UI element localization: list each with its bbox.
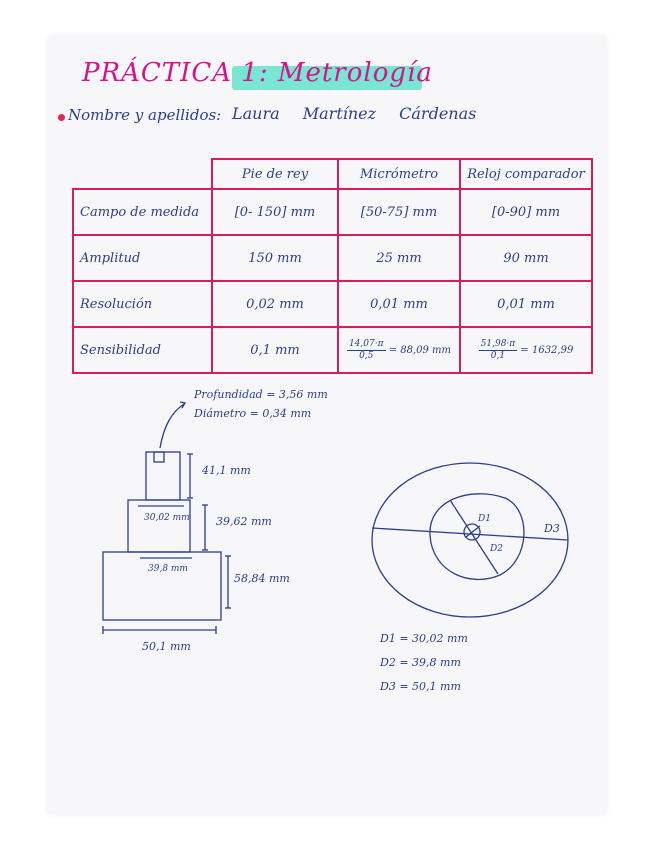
- sensitivity-formula-micrometer: 14,07·π 0,5 = 88,09 mm: [346, 339, 452, 361]
- diameter-label: Diámetro = 0,34 mm: [194, 407, 312, 420]
- table-cell: 51,98·π 0,1 = 1632,99: [459, 326, 593, 374]
- fraction-numerator: 51,98·π: [478, 338, 518, 351]
- diameter-line-d2: [449, 499, 499, 575]
- part-middle-step: [127, 499, 191, 553]
- dimension-base: 50,1 mm: [142, 640, 191, 653]
- page-title: PRÁCTICA 1: Metrología: [82, 58, 433, 90]
- circle-label-d3: D3: [544, 522, 560, 535]
- middle-diameter-circle: [429, 493, 525, 580]
- fraction-numerator: 14,07·π: [346, 338, 386, 351]
- title-highlight: [232, 66, 422, 90]
- dimension-w2: 30,02 mm: [144, 513, 190, 523]
- dimension-h3: 58,84 mm: [234, 572, 290, 585]
- row-header: Resolución: [72, 280, 213, 328]
- table-cell: 25 mm: [337, 234, 461, 282]
- fraction: 14,07·π 0,5: [346, 338, 386, 362]
- table-cell: 0,02 mm: [211, 280, 339, 328]
- part-top-step: [145, 451, 181, 501]
- title-text: PRÁCTICA 1: Metrología: [82, 58, 433, 88]
- result-d3: D3 = 50,1 mm: [380, 680, 461, 693]
- table-cell: 0,01 mm: [459, 280, 593, 328]
- dimension-h1: 41,1 mm: [202, 464, 251, 477]
- fraction-denominator: 0,1: [490, 350, 506, 361]
- table-cell: [0-90] mm: [459, 188, 593, 236]
- result-d1: D1 = 30,02 mm: [380, 632, 468, 645]
- table-corner: [73, 159, 213, 190]
- fraction-denominator: 0,5: [359, 350, 374, 361]
- diameter-line-d1: [465, 525, 481, 538]
- column-header: Reloj comparador: [459, 158, 593, 190]
- row-header: Campo de medida: [72, 188, 213, 236]
- result-d2: D2 = 39,8 mm: [380, 656, 461, 669]
- metrology-table: Pie de rey Micrómetro Reloj comparador C…: [72, 158, 593, 374]
- table-row: Sensibilidad 0,1 mm 14,07·π 0,5 = 88,09 …: [72, 326, 593, 374]
- table-row: Amplitud 150 mm 25 mm 90 mm: [72, 234, 593, 282]
- name-value: Laura Martínez Cárdenas: [232, 104, 477, 123]
- depth-label: Profundidad = 3,56 mm: [194, 388, 328, 401]
- dimension-w3: 39,8 mm: [148, 564, 188, 574]
- table-row: Resolución 0,02 mm 0,01 mm 0,01 mm: [72, 280, 593, 328]
- circle-label-d1: D1: [478, 514, 491, 524]
- fraction-result: = 88,09 mm: [388, 344, 452, 356]
- table-row: Campo de medida [0- 150] mm [50-75] mm […: [72, 188, 593, 236]
- name-label: Nombre y apellidos:: [68, 106, 222, 124]
- dimension-h2: 39,62 mm: [216, 515, 272, 528]
- circle-label-d2: D2: [490, 544, 503, 554]
- fraction-result: = 1632,99: [520, 344, 574, 356]
- part-hole: [153, 451, 165, 463]
- table-cell: 14,07·π 0,5 = 88,09 mm: [337, 326, 461, 374]
- fraction: 51,98·π 0,1: [478, 338, 518, 362]
- annotation-arrow-head: [179, 401, 187, 409]
- sensitivity-formula-dial: 51,98·π 0,1 = 1632,99: [478, 339, 574, 361]
- table-cell: [0- 150] mm: [211, 188, 339, 236]
- bullet-dot: [58, 114, 65, 121]
- table-cell: 90 mm: [459, 234, 593, 282]
- inner-diameter-circle: [463, 523, 481, 541]
- annotation-arrow: [159, 403, 185, 449]
- row-header: Amplitud: [72, 234, 213, 282]
- table-cell: 0,1 mm: [211, 326, 339, 374]
- row-header: Sensibilidad: [72, 326, 213, 374]
- table-header-row: Pie de rey Micrómetro Reloj comparador: [73, 158, 593, 190]
- column-header: Micrómetro: [337, 158, 461, 190]
- part-bottom-step: [102, 551, 222, 621]
- table-cell: 150 mm: [211, 234, 339, 282]
- table-cell: [50-75] mm: [337, 188, 461, 236]
- column-header: Pie de rey: [211, 158, 339, 190]
- table-cell: 0,01 mm: [337, 280, 461, 328]
